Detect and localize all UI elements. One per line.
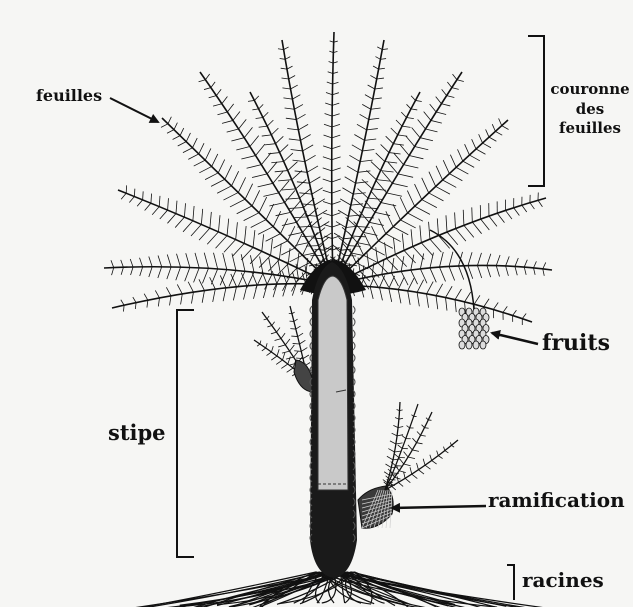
- offshoot-left: [254, 306, 314, 392]
- label-racines: racines: [522, 570, 604, 591]
- racines-bracket: [507, 565, 514, 600]
- couronne-bracket: [528, 36, 544, 186]
- label-couronne-line-3: feuilles: [548, 119, 632, 139]
- label-ramification: ramification: [488, 490, 625, 511]
- ramification-offshoot: [358, 402, 458, 528]
- label-couronne-line-2: des: [548, 100, 632, 120]
- stipe-bracket: [177, 310, 194, 557]
- trunk: [310, 262, 357, 578]
- ramification-arrow: [392, 506, 486, 508]
- feuilles-arrow: [110, 98, 158, 122]
- label-couronne-line-1: couronne: [548, 80, 632, 100]
- label-stipe: stipe: [108, 422, 166, 444]
- fruit-bunch: [430, 230, 489, 349]
- fruits-arrow: [492, 333, 538, 344]
- label-fruits: fruits: [542, 332, 610, 355]
- label-couronne-des-feuilles: couronne des feuilles: [548, 80, 632, 139]
- label-feuilles: feuilles: [36, 88, 102, 105]
